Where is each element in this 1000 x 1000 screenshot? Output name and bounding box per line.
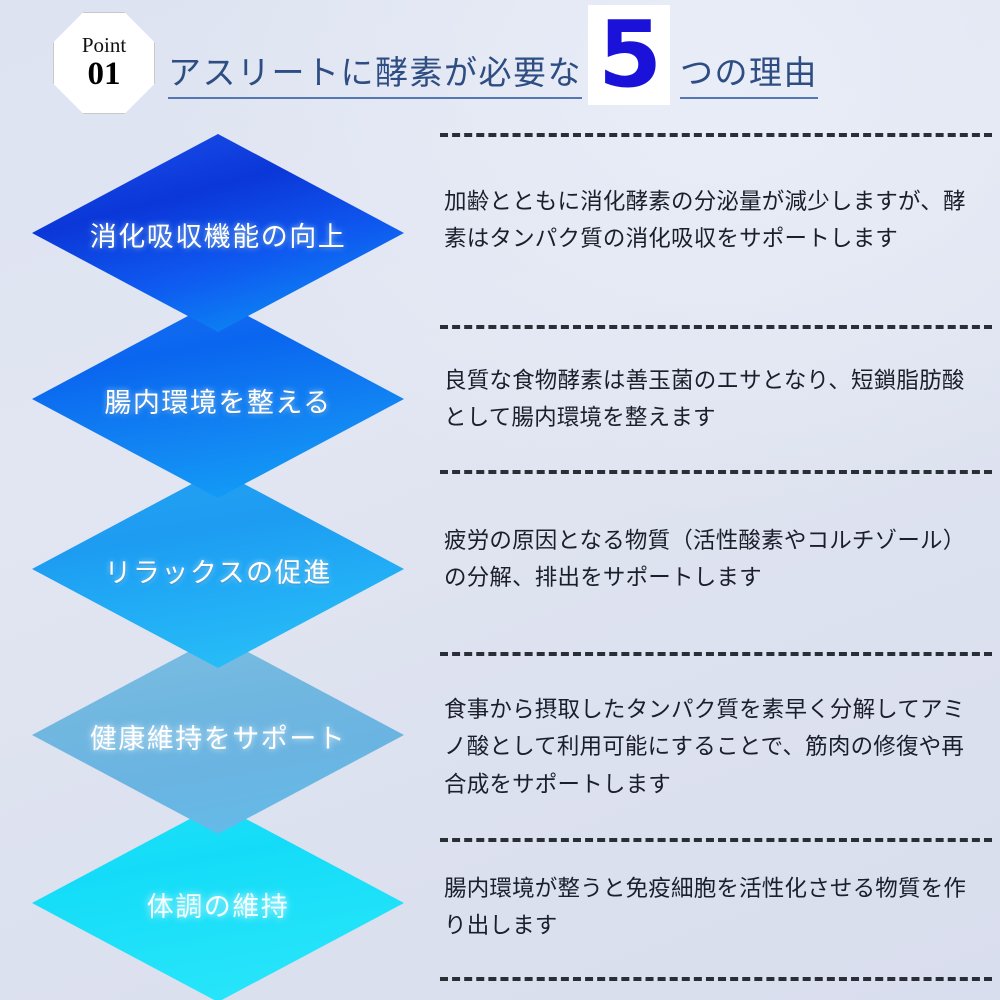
description-3: 疲労の原因となる物質（活性酸素やコルチゾール）の分解、排出をサポートします xyxy=(444,528,966,592)
diamond-reason-1: 消化吸収機能の向上 xyxy=(32,134,404,332)
title-text-before: アスリートに酵素が必要な xyxy=(168,54,582,99)
divider-5 xyxy=(440,838,992,842)
point-badge-word: Point xyxy=(81,33,127,57)
title-number: 5 xyxy=(598,1,662,109)
diamond-stack: 消化吸収機能の向上 腸内環境を整える リラックスの促進 健康維持をサポート 体調… xyxy=(0,0,430,1000)
point-badge-number: 01 xyxy=(87,56,121,92)
diamond-label-2: 腸内環境を整える xyxy=(104,387,332,419)
divider-1 xyxy=(440,133,992,137)
divider-2 xyxy=(440,325,992,329)
description-5: 腸内環境が整うと免疫細胞を活性化させる物質を作り出します xyxy=(444,876,967,940)
description-4: 食事から摂取したタンパク質を素早く分解してアミノ酸として利用可能にすることで、筋… xyxy=(444,697,965,798)
header: Point 01 アスリートに酵素が必要な 5 つの理由 xyxy=(0,0,1000,118)
diamond-reason-3: リラックスの促進 xyxy=(32,470,404,668)
page-title: アスリートに酵素が必要な 5 つの理由 xyxy=(168,5,819,105)
divider-6 xyxy=(440,977,992,981)
divider-4 xyxy=(440,652,992,656)
diamond-label-1: 消化吸収機能の向上 xyxy=(89,221,347,253)
description-column: 加齢とともに消化酵素の分泌量が減少しますが、酵素はタンパク質の消化吸収をサポート… xyxy=(434,0,1000,1000)
description-2: 良質な食物酵素は善玉菌のエサとなり、短鎖脂肪酸として腸内環境を整えます xyxy=(444,368,965,432)
diamond-label-4: 健康維持をサポート xyxy=(89,723,347,755)
title-number-box: 5 xyxy=(588,1,671,109)
description-1: 加齢とともに消化酵素の分泌量が減少しますが、酵素はタンパク質の消化吸収をサポート… xyxy=(444,189,966,253)
divider-3 xyxy=(440,470,992,474)
title-text-after: つの理由 xyxy=(680,54,819,99)
diamond-label-5: 体調の維持 xyxy=(146,891,290,923)
point-badge: Point 01 xyxy=(53,12,155,114)
diamond-label-3: リラックスの促進 xyxy=(104,557,332,589)
